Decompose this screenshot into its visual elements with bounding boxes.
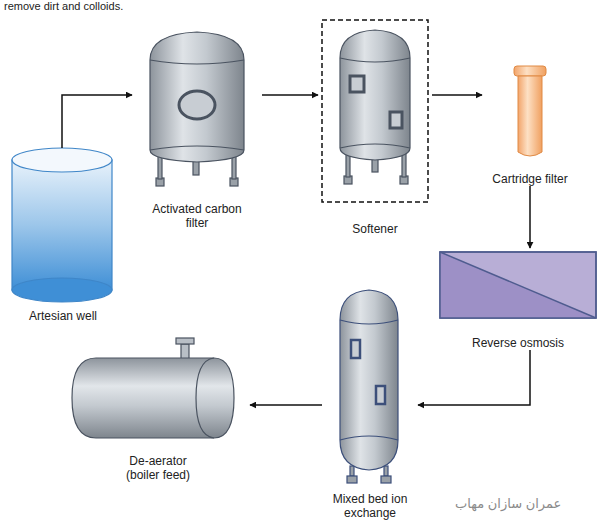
equipment-label: Reverse osmosis [472,336,564,350]
mixed-bed-vessel [340,290,398,483]
deaerator-drum [72,338,234,438]
deaerator-label-box: De-aerator (boiler feed) [66,336,250,482]
equipment-label: De-aerator (boiler feed) [118,454,198,482]
flow-arrow [250,404,322,406]
well-label-box: Artesian well [8,148,118,323]
ion-exchange-label-box: Mixed bed ion exchange [322,286,418,520]
flow-arrow [432,94,482,96]
cartridge-tube [514,66,546,156]
flow-arrow [418,350,530,405]
ro-module [440,252,596,318]
watermark: عمران سازان مهاب [455,496,561,511]
equipment-label: Cartridge filter [492,172,567,186]
equipment-label: Softener [352,222,397,236]
equipment-label: Artesian well [29,309,97,323]
carbon-filter-tank [150,32,244,186]
well-cylinder [12,148,112,302]
ro-label-box: Reverse osmosis [438,248,598,350]
equipment-label: Mixed bed ion exchange [328,492,412,520]
softener-label-box: Softener [318,16,432,236]
cropped-note: remove dirt and colloids. [4,0,123,12]
dashed-boundary [322,20,428,202]
flow-arrow [529,186,531,248]
cartridge-label-box: Cartridge filter [482,62,578,186]
filter-label-box: Activated carbon filter [132,26,262,230]
flow-arrow [62,95,132,148]
flow-arrow [262,94,318,96]
equipment-label: Activated carbon filter [145,202,249,230]
softener-tank [340,30,410,184]
